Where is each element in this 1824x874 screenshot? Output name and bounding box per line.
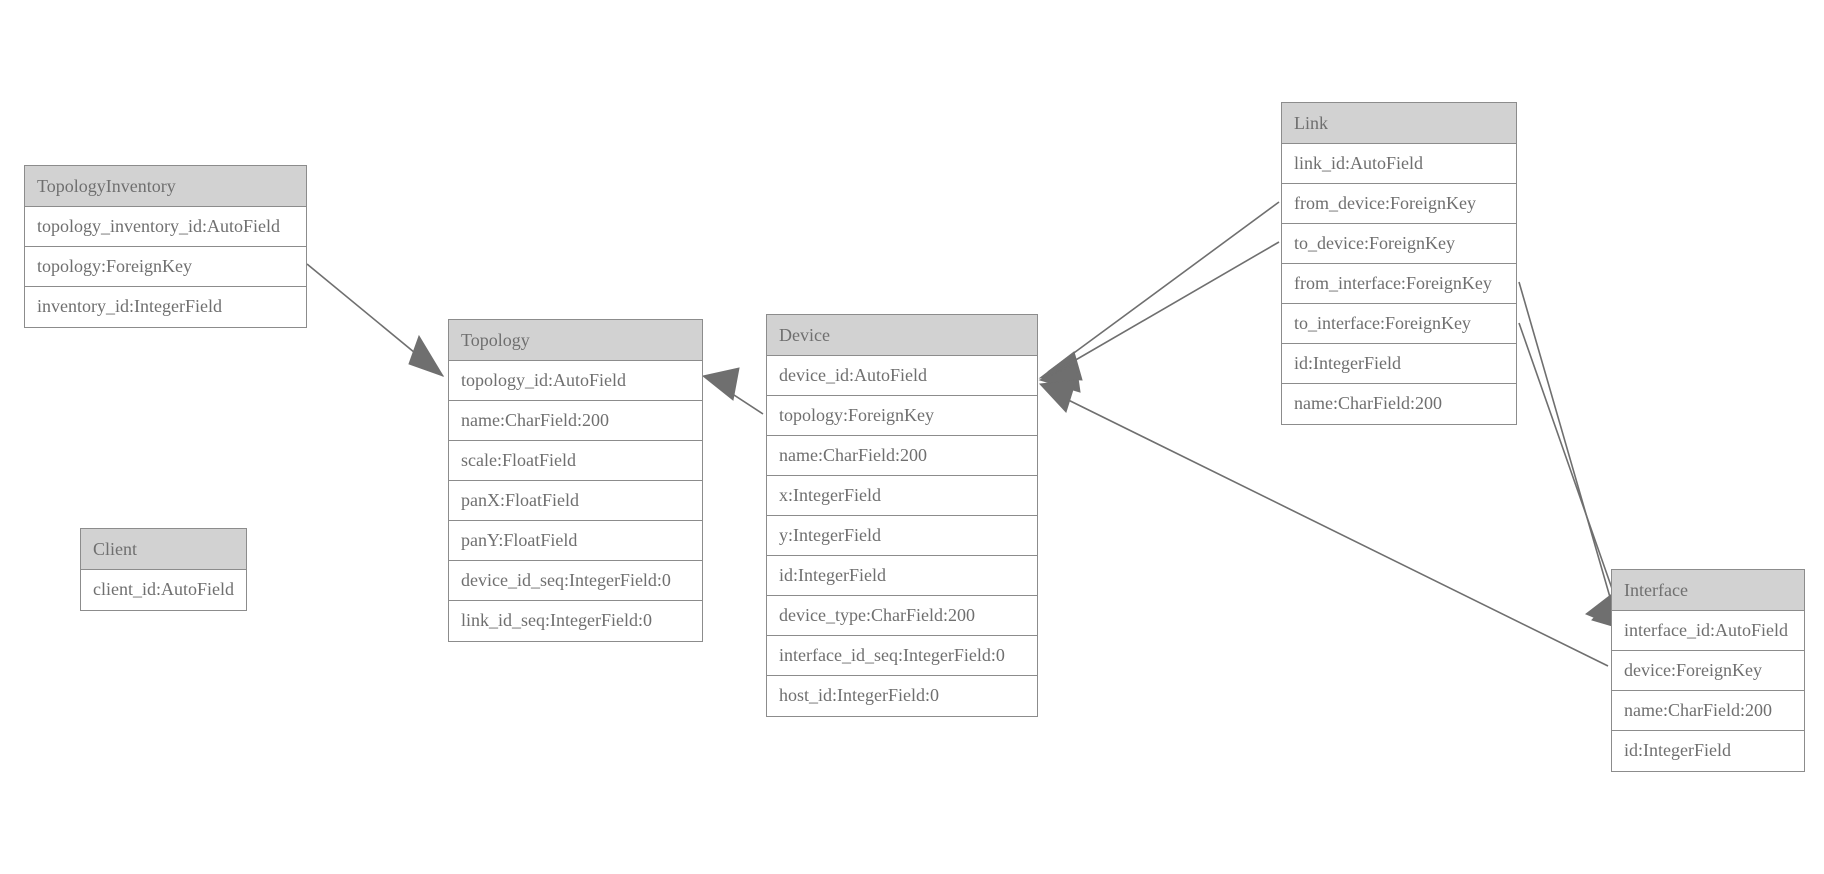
entity-field-row[interactable]: device_id_seq:IntegerField:0: [449, 561, 702, 601]
entity-field-row[interactable]: to_interface:ForeignKey: [1282, 304, 1516, 344]
relation-line: [1518, 322, 1624, 621]
relation-arrowhead: [701, 367, 740, 401]
relation-link-to-interface: [1518, 322, 1627, 631]
entity-field-row[interactable]: name:CharField:200: [449, 401, 702, 441]
entity-field-row[interactable]: panX:FloatField: [449, 481, 702, 521]
entity-field-row[interactable]: client_id:AutoField: [81, 570, 246, 610]
entity-field-row[interactable]: id:IntegerField: [1282, 344, 1516, 384]
entity-field-row[interactable]: link_id_seq:IntegerField:0: [449, 601, 702, 641]
entity-field-row[interactable]: interface_id:AutoField: [1612, 611, 1804, 651]
relation-link-from-device: [1038, 201, 1280, 381]
entity-title-client: Client: [81, 529, 246, 570]
entity-field-row[interactable]: topology_inventory_id:AutoField: [25, 207, 306, 247]
entity-field-row[interactable]: name:CharField:200: [1282, 384, 1516, 424]
entity-field-row[interactable]: name:CharField:200: [767, 436, 1037, 476]
entity-field-row[interactable]: host_id:IntegerField:0: [767, 676, 1037, 716]
relation-line: [1518, 281, 1617, 619]
entity-title-topologyinventory: TopologyInventory: [25, 166, 306, 207]
entity-field-row[interactable]: id:IntegerField: [1612, 731, 1804, 771]
relation-line: [1047, 241, 1280, 377]
relation-arrowhead: [1038, 363, 1081, 393]
entity-field-row[interactable]: from_device:ForeignKey: [1282, 184, 1516, 224]
relation-arrowhead: [408, 334, 445, 377]
entity-field-row[interactable]: from_interface:ForeignKey: [1282, 264, 1516, 304]
entity-field-row[interactable]: scale:FloatField: [449, 441, 702, 481]
entity-field-row[interactable]: y:IntegerField: [767, 516, 1037, 556]
relation-line: [306, 263, 444, 377]
entity-field-row[interactable]: name:CharField:200: [1612, 691, 1804, 731]
entity-field-row[interactable]: device:ForeignKey: [1612, 651, 1804, 691]
relation-device-topology: [701, 367, 764, 415]
entity-field-row[interactable]: link_id:AutoField: [1282, 144, 1516, 184]
entity-title-link: Link: [1282, 103, 1516, 144]
relation-arrowhead: [1038, 351, 1083, 381]
entity-field-row[interactable]: topology_id:AutoField: [449, 361, 702, 401]
entity-field-row[interactable]: device_id:AutoField: [767, 356, 1037, 396]
entity-field-row[interactable]: topology:ForeignKey: [25, 247, 306, 287]
entity-field-row[interactable]: inventory_id:IntegerField: [25, 287, 306, 327]
entity-title-device: Device: [767, 315, 1037, 356]
relation-line: [1047, 201, 1280, 373]
entity-field-row[interactable]: panY:FloatField: [449, 521, 702, 561]
relation-link-from-interface: [1518, 281, 1621, 629]
relation-link-to-device: [1038, 241, 1280, 393]
entity-field-row[interactable]: x:IntegerField: [767, 476, 1037, 516]
entity-field-row[interactable]: device_type:CharField:200: [767, 596, 1037, 636]
entity-title-topology: Topology: [449, 320, 702, 361]
entity-title-interface: Interface: [1612, 570, 1804, 611]
relation-arrowhead: [1038, 379, 1077, 413]
entity-field-row[interactable]: id:IntegerField: [767, 556, 1037, 596]
entity-field-row[interactable]: interface_id_seq:IntegerField:0: [767, 636, 1037, 676]
entity-field-row[interactable]: topology:ForeignKey: [767, 396, 1037, 436]
relation-line: [707, 377, 764, 415]
relation-topologyinventory-topology: [306, 263, 445, 377]
relation-line: [1047, 389, 1609, 667]
entity-field-row[interactable]: to_device:ForeignKey: [1282, 224, 1516, 264]
